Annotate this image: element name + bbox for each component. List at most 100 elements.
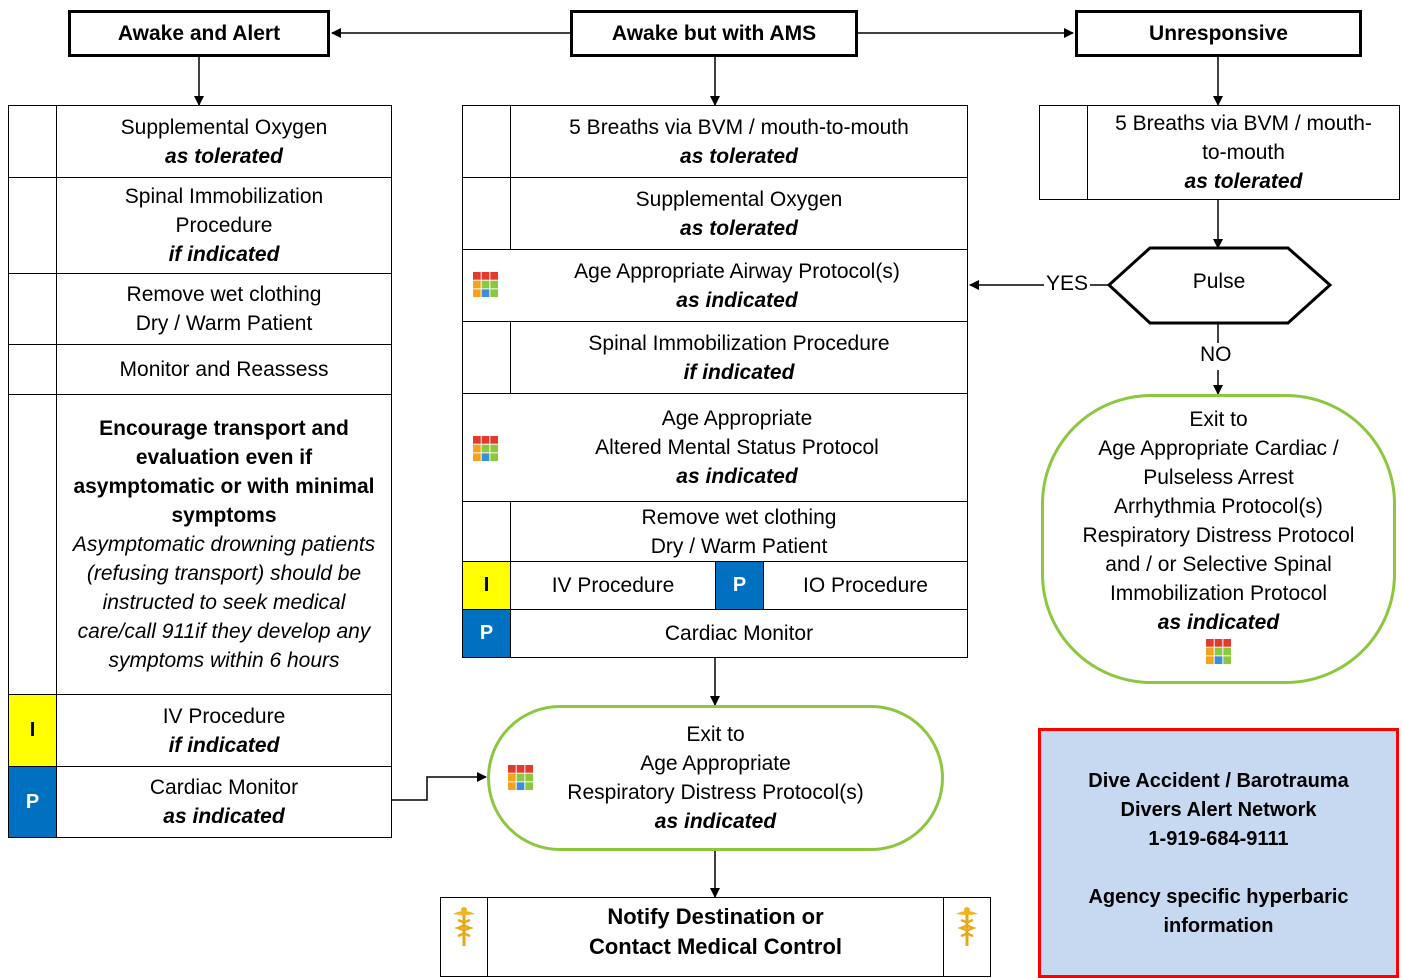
mid-wet-row: Remove wet clothing Dry / Warm Patient (463, 502, 967, 562)
middle-column: 5 Breaths via BVM / mouth-to-mouth as to… (462, 105, 968, 658)
right-breaths-text-2: to-mouth (1202, 141, 1285, 164)
mid-ams-row: Age Appropriate Altered Mental Status Pr… (463, 394, 967, 502)
mid-oxygen-qualifier: as tolerated (680, 216, 798, 240)
left-wet-text-2: Dry / Warm Patient (135, 312, 313, 335)
right-breaths-qualifier: as tolerated (1184, 170, 1303, 193)
protocol-grid-icon (473, 272, 499, 303)
left-oxygen-text: Supplemental Oxygen (120, 115, 328, 139)
exit-cardiac-text-2: Age Appropriate Cardiac / (1098, 437, 1339, 460)
left-spinal-row: Spinal Immobilization Procedure if indic… (9, 178, 391, 274)
mid-oxygen-row: Supplemental Oxygen as tolerated (463, 178, 967, 250)
mid-oxygen-cell: Supplemental Oxygen as tolerated (511, 178, 967, 249)
header-unresponsive: Unresponsive (1075, 10, 1362, 57)
dive-accident-info-box: Dive Accident / Barotrauma Divers Alert … (1038, 728, 1399, 978)
mid-iv-cert-badge: I (463, 562, 511, 609)
mid-ams-qualifier: as indicated (676, 465, 798, 488)
mid-gutter (463, 178, 511, 249)
mid-breaths-qualifier: as tolerated (680, 144, 798, 168)
mid-io-text: IO Procedure (803, 574, 928, 597)
pulse-decision-shape (1106, 246, 1333, 325)
mid-airway-row: Age Appropriate Airway Protocol(s) as in… (463, 250, 967, 322)
exit-cardiac-text-5: Respiratory Distress Protocol (1082, 524, 1355, 547)
mid-spinal-row: Spinal Immobilization Procedure if indic… (463, 322, 967, 394)
exit-resp-text-1: Exit to (686, 723, 745, 746)
mid-airway-qualifier: as indicated (676, 288, 798, 312)
info-text-5: information (1163, 915, 1274, 937)
left-spinal-qualifier: if indicated (168, 243, 280, 266)
left-cardiac-qualifier: as indicated (163, 805, 285, 828)
mid-wet-cell: Remove wet clothing Dry / Warm Patient (511, 502, 967, 561)
exit-cardiac-arrest-oval: Exit to Age Appropriate Cardiac / Pulsel… (1041, 394, 1396, 684)
protocol-grid-icon (508, 765, 534, 796)
yes-branch-label: YES (1044, 272, 1091, 296)
left-monitor-row: Monitor and Reassess (9, 345, 391, 395)
left-wet-text-1: Remove wet clothing (126, 283, 322, 306)
mid-oxygen-text: Supplemental Oxygen (635, 187, 843, 211)
left-encourage-cell: Encourage transport and evaluation even … (63, 395, 385, 694)
left-cardiac-text: Cardiac Monitor (149, 776, 299, 799)
left-encourage-bold: Encourage transport and evaluation even … (73, 417, 375, 527)
left-encourage-row: Encourage transport and evaluation even … (9, 395, 391, 695)
left-oxygen-row: Supplemental Oxygen as tolerated (9, 106, 391, 178)
protocol-grid-icon (1205, 639, 1232, 673)
no-branch-label: NO (1198, 343, 1234, 367)
left-wet-cell: Remove wet clothing Dry / Warm Patient (57, 274, 391, 344)
left-spinal-text-1: Spinal Immobilization (124, 185, 324, 208)
left-gutter (9, 395, 57, 694)
left-cardiac-cell: Cardiac Monitor as indicated (57, 767, 391, 837)
info-phone-number: 1-919-684-9111 (1148, 828, 1289, 850)
exit-cardiac-text-1: Exit to (1189, 408, 1248, 431)
left-monitor-text: Monitor and Reassess (119, 358, 329, 381)
mid-wet-text-2: Dry / Warm Patient (650, 534, 828, 558)
info-text-2: Divers Alert Network (1120, 799, 1317, 821)
mid-cardiac-row: P Cardiac Monitor (463, 610, 967, 657)
exit-respiratory-oval: Exit to Age Appropriate Respiratory Dist… (487, 705, 944, 851)
mid-airway-text: Age Appropriate Airway Protocol(s) (574, 259, 900, 283)
header-awake-ams: Awake but with AMS (570, 10, 858, 57)
left-gutter (9, 345, 57, 394)
left-gutter (9, 274, 57, 344)
left-spinal-text-2: Procedure (175, 214, 273, 237)
mid-io-cert-badge: P (715, 562, 764, 609)
header-awake-alert: Awake and Alert (68, 10, 330, 57)
right-breaths-text-1: 5 Breaths via BVM / mouth- (1115, 112, 1372, 135)
info-text-4: Agency specific hyperbaric (1088, 886, 1349, 908)
right-gutter (1040, 106, 1088, 199)
right-breaths-box: 5 Breaths via BVM / mouth- to-mouth as t… (1039, 105, 1400, 200)
mid-spinal-cell: Spinal Immobilization Procedure if indic… (511, 322, 967, 393)
left-iv-qualifier: if indicated (168, 733, 280, 757)
mid-iv-cell: IV Procedure (511, 562, 715, 609)
mid-breaths-row: 5 Breaths via BVM / mouth-to-mouth as to… (463, 106, 967, 178)
exit-cardiac-text-7: Immobilization Protocol (1109, 582, 1328, 605)
mid-wet-text-1: Remove wet clothing (641, 505, 837, 529)
mid-breaths-text: 5 Breaths via BVM / mouth-to-mouth (569, 115, 909, 139)
mid-airway-cell: Age Appropriate Airway Protocol(s) as in… (511, 250, 963, 321)
left-oxygen-qualifier: as tolerated (165, 144, 283, 168)
mid-ams-text-1: Age Appropriate (661, 407, 813, 430)
notify-text-1: Notify Destination or (607, 904, 824, 929)
notify-text: Notify Destination or Contact Medical Co… (489, 902, 942, 962)
left-oxygen-cell: Supplemental Oxygen as tolerated (57, 106, 391, 177)
mid-gutter (463, 106, 511, 177)
exit-cardiac-qualifier: as indicated (1157, 611, 1280, 634)
protocol-grid-icon (473, 436, 499, 467)
exit-resp-qualifier: as indicated (654, 810, 777, 833)
pulse-decision-label: Pulse (1192, 270, 1246, 293)
notify-destination-box: Notify Destination or Contact Medical Co… (440, 897, 991, 977)
mid-spinal-qualifier: if indicated (683, 360, 795, 384)
left-cardiac-row: P Cardiac Monitor as indicated (9, 767, 391, 837)
mid-iv-text: IV Procedure (551, 574, 675, 597)
mid-spinal-text: Spinal Immobilization Procedure (588, 331, 890, 355)
mid-gutter (463, 502, 511, 561)
caduceus-icon (441, 898, 488, 976)
left-gutter (9, 106, 57, 177)
mid-ams-text-2: Altered Mental Status Protocol (595, 436, 879, 459)
left-gutter (9, 178, 57, 273)
left-wet-row: Remove wet clothing Dry / Warm Patient (9, 274, 391, 345)
mid-cardiac-cell: Cardiac Monitor (511, 610, 967, 657)
left-spinal-cell: Spinal Immobilization Procedure if indic… (57, 178, 391, 273)
mid-iv-io-row: I IV Procedure P IO Procedure (463, 562, 967, 610)
exit-resp-text-3: Respiratory Distress Protocol(s) (567, 781, 864, 804)
left-cardiac-cert-badge: P (9, 767, 57, 837)
